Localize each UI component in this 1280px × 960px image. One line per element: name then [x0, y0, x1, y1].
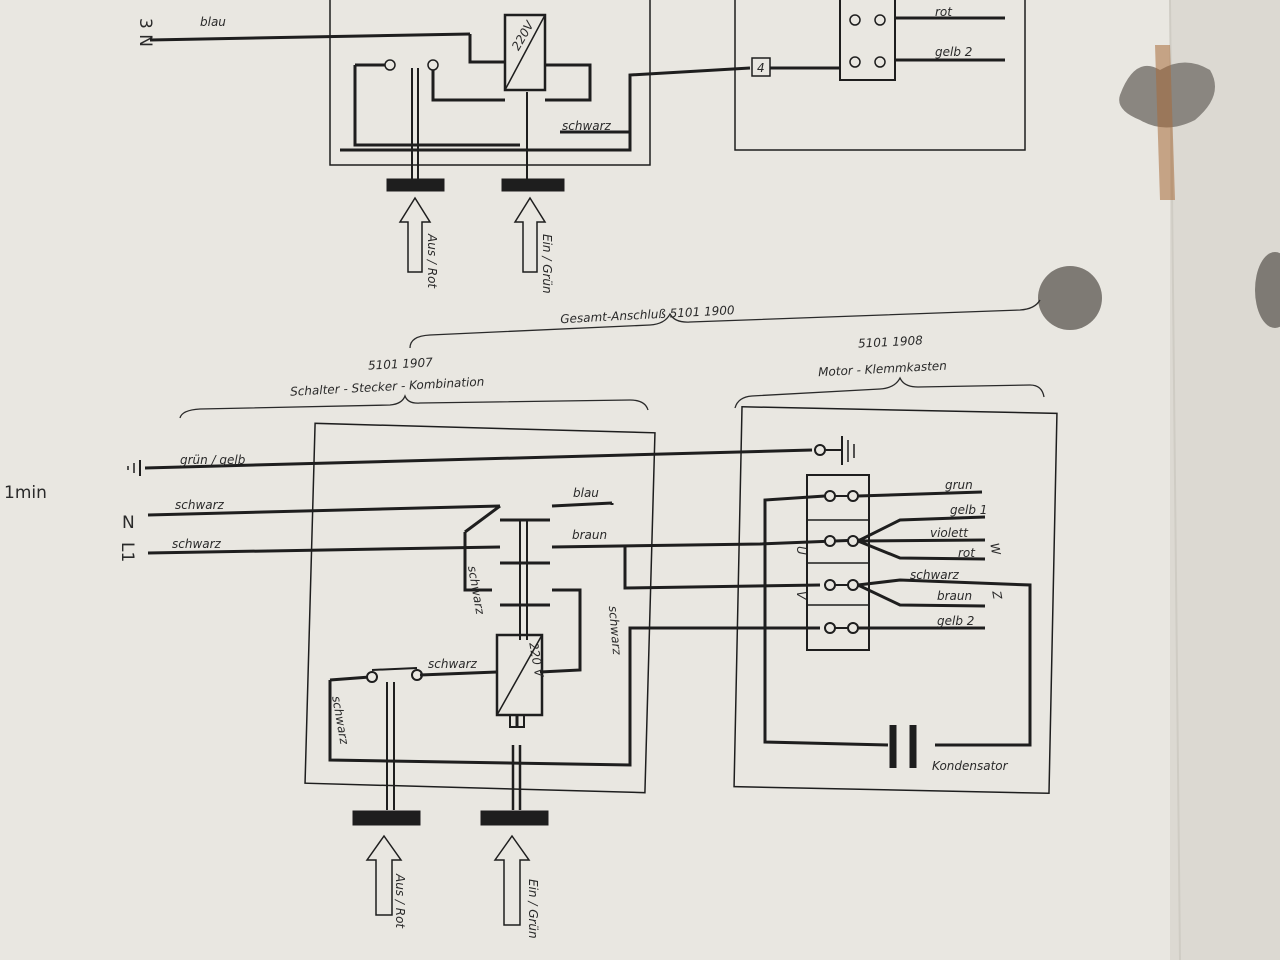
punch-hole-right	[1255, 252, 1280, 328]
top-rot-label: rot	[935, 5, 953, 19]
top-terminal-num: 4	[757, 61, 765, 75]
motor-schwarz-label: schwarz	[910, 568, 960, 582]
blau-label: blau	[573, 486, 599, 500]
ein-gruen-label: Ein / Grün	[526, 879, 540, 939]
l1-wire	[147, 545, 501, 555]
top-gelb2-label: gelb 2	[935, 45, 972, 59]
l1-label: L1	[117, 542, 137, 562]
motor-z-mark: Z	[989, 589, 1005, 601]
motor-terminal-box	[733, 405, 1058, 795]
earth-wire	[144, 448, 813, 470]
top-motor-box	[734, 0, 1026, 151]
top-switch-box	[329, 0, 651, 166]
ein-arrow	[493, 834, 531, 926]
top-relay	[503, 13, 547, 92]
schwarz-label-c: schwarz	[428, 657, 478, 671]
bottom-diagram	[127, 405, 1058, 926]
n-label: N	[122, 513, 135, 533]
ein-button-bar[interactable]	[480, 810, 549, 826]
motor-violett-label: violett	[930, 526, 969, 540]
motor-rot-label: rot	[958, 546, 976, 560]
aus-rot-label: Aus / Rot	[393, 873, 407, 929]
n-wire	[147, 504, 501, 517]
braun-label: braun	[572, 528, 607, 542]
top-aus-label: Aus / Rot	[425, 233, 439, 289]
top-line-label: 3 N	[135, 18, 155, 47]
bottom-labels: grün / gelb N schwarz L1 schwarz blau br…	[117, 453, 1009, 939]
motor-u-mark: U	[794, 546, 808, 555]
aus-button-bar[interactable]	[352, 810, 421, 826]
top-ein-label: Ein / Grün	[540, 234, 554, 294]
top-schwarz-label: schwarz	[562, 119, 612, 133]
brace-total	[409, 299, 1041, 349]
earth-wire-label: grün / gelb	[180, 453, 246, 467]
top-blau-label: blau	[200, 15, 226, 29]
paper-shadow-right	[1170, 0, 1280, 960]
blau-out	[551, 501, 613, 508]
relay-voltage-label: 220 V	[526, 641, 546, 679]
capacitor-label: Kondensator	[932, 759, 1009, 773]
right-part-title: Motor - Klemmkasten	[818, 359, 947, 380]
motor-v-mark: V	[794, 591, 808, 600]
brace-right	[734, 376, 1045, 409]
top-diagram: 3 N	[135, 0, 1026, 273]
motor-w-mark: W	[987, 542, 1003, 557]
right-part-number: 5101 1908	[858, 333, 924, 350]
motor-gelb2-label: gelb 2	[937, 614, 974, 628]
punch-hole-middle	[1038, 266, 1102, 330]
l1-wire-label: schwarz	[172, 537, 222, 551]
motor-braun-label: braun	[937, 589, 972, 603]
aus-arrow	[365, 834, 403, 916]
side-label: 1min	[4, 483, 47, 503]
rust-stain	[1155, 45, 1175, 200]
bottom-braces	[179, 299, 1045, 419]
schwarz-label-b: schwarz	[606, 605, 624, 656]
motor-grun-label: grun	[945, 478, 973, 492]
switch-combination-box	[304, 422, 656, 794]
top-terminal-block	[839, 0, 896, 81]
left-part-number: 5101 1907	[368, 355, 434, 372]
motor-gelb1-label: gelb 1	[950, 503, 987, 517]
brace-left	[179, 394, 649, 419]
n-wire-label: schwarz	[175, 498, 225, 512]
